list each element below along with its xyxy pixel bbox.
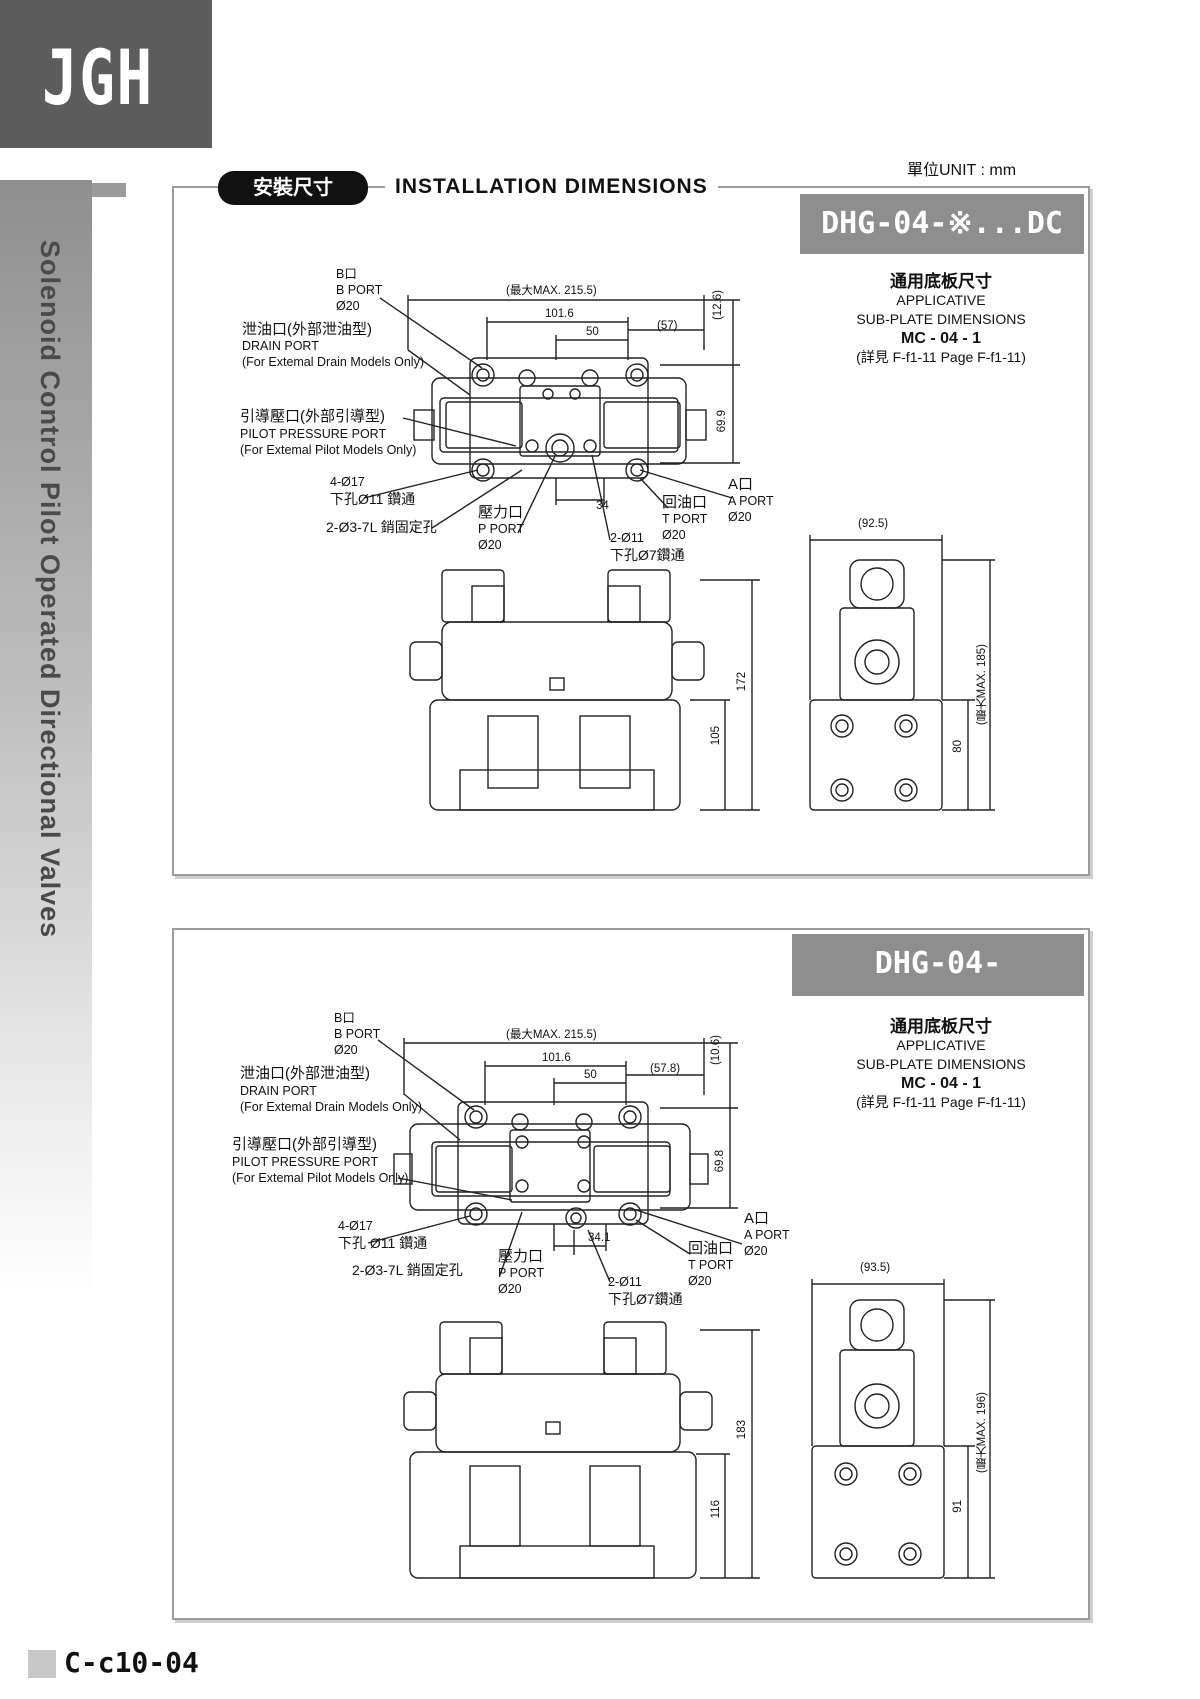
dim-width-1: (92.5)	[858, 518, 889, 530]
dim-57-1: (57)	[657, 320, 678, 332]
model-tag-1: DHG-04-※...DC	[800, 194, 1084, 254]
pin-hole-label-1: 2-Ø3-7L 銷固定孔	[326, 519, 437, 535]
dim-34-1: 34	[596, 500, 609, 512]
subplate-title: 通用底板尺寸	[890, 272, 992, 291]
dim-101-2: 101.6	[542, 1052, 571, 1064]
dim-width-2: (93.5)	[860, 1262, 891, 1274]
sidebar-gradient	[0, 180, 92, 1300]
subplate-line2: SUB-PLATE DIMENSIONS	[856, 1056, 1026, 1072]
subplate-info-1: 通用底板尺寸 APPLICATIVE SUB-PLATE DIMENSIONS …	[826, 272, 1056, 367]
subplate-ref: (詳見 F-f1-11 Page F-f1-11)	[856, 1094, 1026, 1110]
p-port-label-2: 壓力口 P PORT Ø20	[498, 1248, 545, 1296]
dim-34-1-2: 34.1	[588, 1232, 611, 1244]
front-view-1	[409, 569, 760, 811]
dim-10-6-2: (10.6)	[710, 1035, 722, 1066]
dim-max-length-1: (最大MAX. 215.5)	[506, 285, 597, 297]
holes-b-label-2: 2-Ø11 下孔Ø7鑽通	[608, 1275, 683, 1307]
dim-50-2: 50	[584, 1069, 597, 1081]
dim-max-length-2: (最大MAX. 215.5)	[506, 1029, 597, 1041]
a-port-label-1: A口 A PORT Ø20	[728, 476, 774, 524]
dim-height-total-2: 183	[736, 1420, 748, 1440]
subplate-info-2: 通用底板尺寸 APPLICATIVE SUB-PLATE DIMENSIONS …	[826, 1017, 1056, 1112]
t-port-label-2: 回油口 T PORT Ø20	[688, 1240, 734, 1288]
p-port-label-1: 壓力口 P PORT Ø20	[478, 504, 525, 552]
holes-a-label-2: 4-Ø17 下孔 Ø11 鑽通	[338, 1219, 428, 1251]
header-title-en: INSTALLATION DIMENSIONS	[385, 175, 718, 199]
dim-57-8-2: (57.8)	[650, 1063, 681, 1075]
subplate-title: 通用底板尺寸	[890, 1017, 992, 1036]
sidebar-title: Solenoid Control Pilot Operated Directio…	[35, 240, 65, 939]
brand-logo: JGH	[42, 33, 154, 122]
page-code: C-c10-04	[64, 1646, 199, 1679]
drain-port-label-2: 泄油口(外部泄油型) DRAIN PORT (For Extemal Drain…	[240, 1065, 422, 1114]
top-view-drawing-1	[363, 295, 995, 811]
model-tag-2: DHG-04-※-50...DC	[792, 934, 1084, 1041]
dim-101-1: 101.6	[545, 308, 574, 320]
b-port-label-1: B口 B PORT Ø20	[336, 267, 383, 313]
subplate-line1: APPLICATIVE	[896, 292, 986, 308]
b-port-label-2: B口 B PORT Ø20	[334, 1011, 381, 1057]
side-view-2	[811, 1279, 995, 1579]
side-view-1	[809, 535, 995, 811]
drain-port-label-1: 泄油口(外部泄油型) DRAIN PORT (For Extemal Drain…	[242, 321, 424, 370]
holes-a-label-1: 4-Ø17 下孔Ø11 鑽通	[330, 475, 416, 507]
pilot-port-label-2: 引導壓口(外部引導型) PILOT PRESSURE PORT (For Ext…	[232, 1136, 409, 1185]
logo-block: JGH	[0, 0, 212, 148]
dim-69-8-2: 69.8	[714, 1150, 726, 1173]
dim-50-1: 50	[586, 326, 599, 338]
unit-label: 單位UNIT : mm	[907, 162, 1017, 179]
dim-max-height-2: (最大MAX. 196)	[976, 1392, 988, 1474]
subplate-code: MC - 04 - 1	[900, 1075, 981, 1092]
subplate-line1: APPLICATIVE	[896, 1037, 986, 1053]
footer-marker	[28, 1650, 56, 1678]
pilot-port-label-1: 引導壓口(外部引導型) PILOT PRESSURE PORT (For Ext…	[240, 408, 417, 457]
dim-side-height-2: 91	[952, 1500, 964, 1513]
t-port-label-1: 回油口 T PORT Ø20	[662, 494, 708, 542]
subplate-code: MC - 04 - 1	[900, 330, 981, 347]
subplate-line2: SUB-PLATE DIMENSIONS	[856, 311, 1026, 327]
subplate-ref: (詳見 F-f1-11 Page F-f1-11)	[856, 349, 1026, 365]
front-view-2	[403, 1321, 760, 1579]
a-port-label-2: A口 A PORT Ø20	[744, 1210, 790, 1258]
holes-b-label-1: 2-Ø11 下孔Ø7鑽通	[610, 531, 685, 563]
dimension-panel-1	[172, 186, 1090, 876]
dim-height-body-2: 116	[710, 1500, 722, 1519]
pin-hole-label-2: 2-Ø3-7L 銷固定孔	[352, 1262, 463, 1278]
header-title-cn: 安裝尺寸	[218, 171, 368, 205]
